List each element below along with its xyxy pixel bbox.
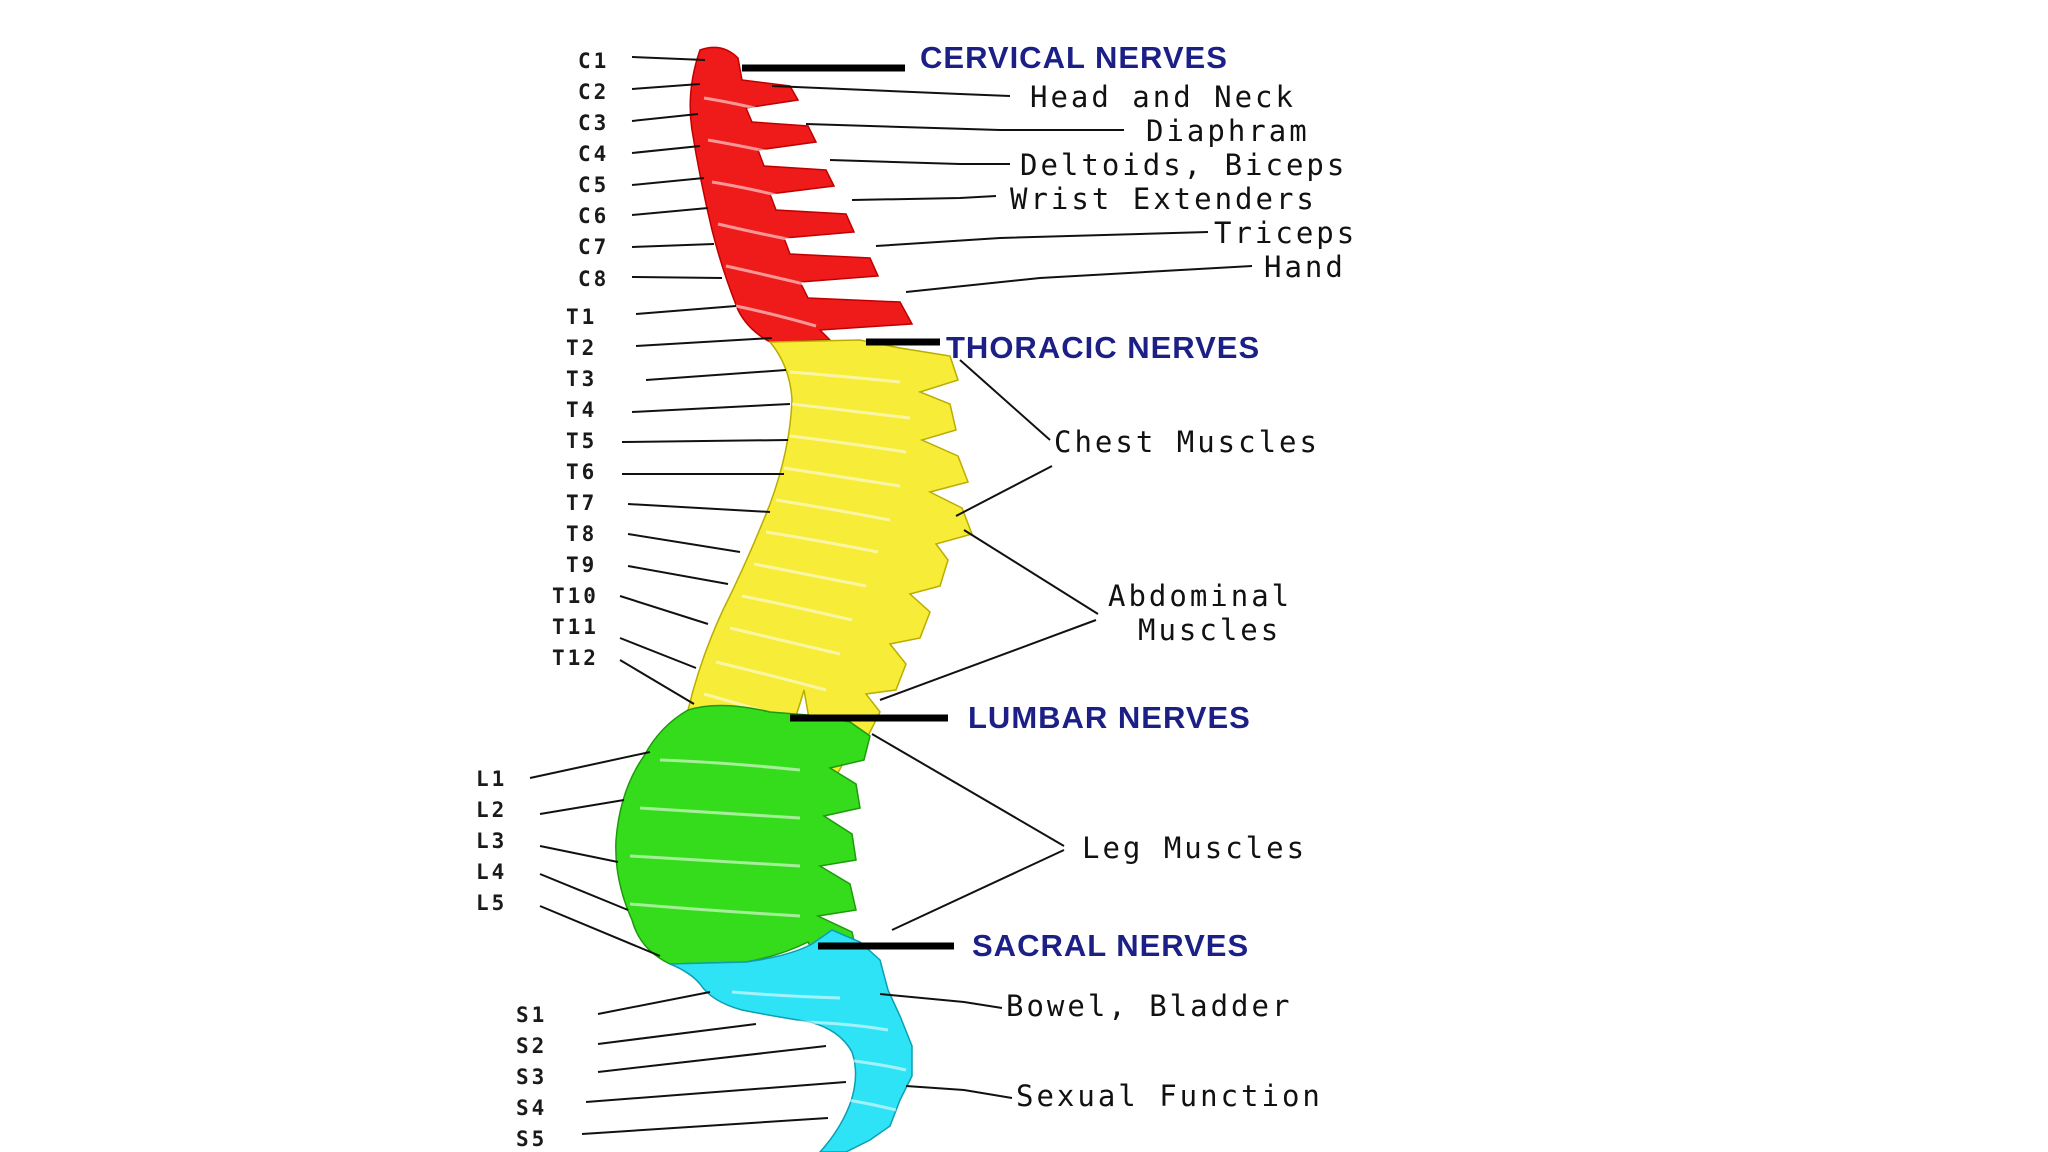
vertebra-label: T1 [566, 305, 597, 329]
sacral-segment [669, 929, 913, 1152]
vertebra-label: L1 [476, 767, 507, 791]
vertebra-label: S1 [516, 1003, 547, 1027]
thoracic-title: THORACIC NERVES [946, 330, 1260, 365]
function-deltoids-biceps: Deltoids, Biceps [1020, 148, 1347, 182]
vertebra-label: C6 [578, 204, 609, 228]
function-bowel-bladder: Bowel, Bladder [1006, 989, 1292, 1023]
function-chest-muscles: Chest Muscles [1054, 425, 1320, 459]
lumbar-labels: L1 L2 L3 L4 L5 [476, 767, 507, 915]
spine-column [615, 46, 973, 1152]
vertebra-label: T4 [566, 398, 597, 422]
vertebra-label: T11 [552, 615, 599, 639]
vertebra-label: L5 [476, 891, 507, 915]
vertebra-label: C1 [578, 49, 609, 73]
function-diaphram: Diaphram [1146, 114, 1310, 148]
region-pointers [742, 64, 954, 950]
function-triceps: Triceps [1214, 216, 1357, 250]
lumbar-title: LUMBAR NERVES [968, 700, 1251, 735]
function-sexual-function: Sexual Function [1016, 1079, 1323, 1113]
vertebra-label: C3 [578, 111, 609, 135]
sacral-labels: S1 S2 S3 S4 S5 [516, 1003, 547, 1151]
vertebra-label: L2 [476, 798, 507, 822]
vertebra-label: S5 [516, 1127, 547, 1151]
vertebra-label: T5 [566, 429, 597, 453]
thoracic-segment [687, 339, 973, 783]
function-leg-muscles: Leg Muscles [1082, 831, 1307, 865]
vertebra-label: L4 [476, 860, 507, 884]
vertebra-label: T10 [552, 584, 599, 608]
vertebra-label: T9 [566, 553, 597, 577]
vertebra-label: T6 [566, 460, 597, 484]
function-abdominal-line1: Abdominal [1108, 579, 1292, 613]
vertebra-label: C4 [578, 142, 609, 166]
vertebra-label: C7 [578, 235, 609, 259]
function-wrist-extenders: Wrist Extenders [1010, 182, 1317, 216]
function-leaders [771, 85, 1253, 1099]
cervical-title: CERVICAL NERVES [920, 40, 1228, 75]
vertebra-label: T2 [566, 336, 597, 360]
vertebra-label: L3 [476, 829, 507, 853]
thoracic-labels: T1 T2 T3 T4 T5 T6 T7 T8 T9 T10 T11 T12 [552, 305, 599, 670]
vertebra-label: S4 [516, 1096, 547, 1120]
vertebra-label: S3 [516, 1065, 547, 1089]
vertebra-label: T7 [566, 491, 597, 515]
lumbar-segment [615, 704, 871, 965]
cervical-segment [689, 46, 914, 343]
vertebra-label: C8 [578, 267, 609, 291]
function-abdominal-line2: Muscles [1138, 613, 1281, 647]
vertebra-label: T3 [566, 367, 597, 391]
cervical-labels: C1 C2 C3 C4 C5 C6 C7 C8 [578, 49, 609, 291]
vertebra-label: T12 [552, 646, 599, 670]
vertebra-leaders [529, 56, 847, 1135]
vertebra-label: T8 [566, 522, 597, 546]
region-titles: CERVICAL NERVES THORACIC NERVES LUMBAR N… [920, 40, 1260, 963]
vertebra-label: S2 [516, 1034, 547, 1058]
function-labels: Head and Neck Diaphram Deltoids, Biceps … [1006, 80, 1357, 1113]
sacral-title: SACRAL NERVES [972, 928, 1249, 963]
vertebra-label: C5 [578, 173, 609, 197]
function-hand: Hand [1264, 250, 1346, 284]
vertebra-label: C2 [578, 80, 609, 104]
function-head-neck: Head and Neck [1030, 80, 1296, 114]
